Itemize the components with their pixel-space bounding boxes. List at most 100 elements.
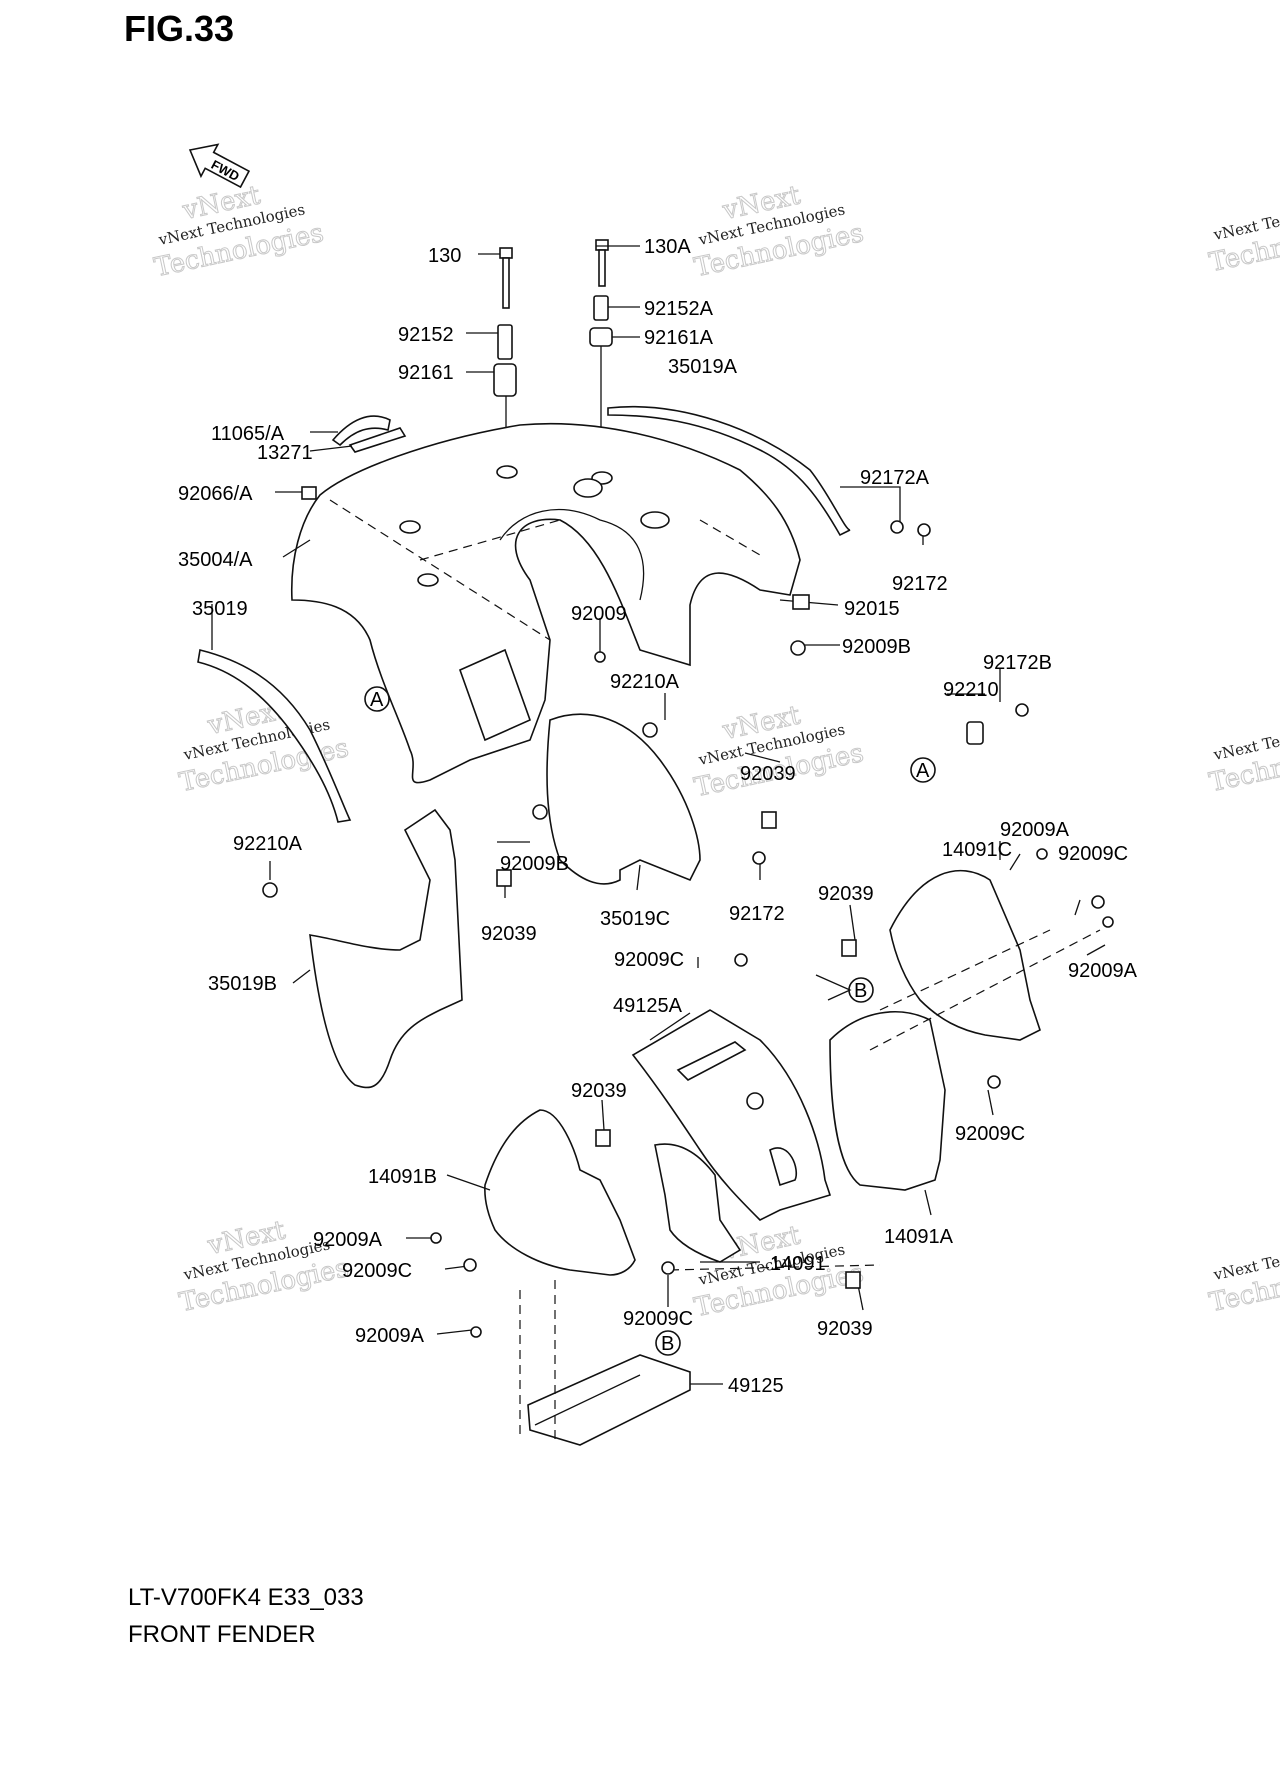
callout-a-right: A [910, 757, 936, 783]
part-label-92172B: 92172B [983, 652, 1052, 674]
screw-92009A-icon [1036, 848, 1048, 860]
edge-trim-35019 [197, 649, 352, 823]
part-label-14091: 14091 [770, 1253, 826, 1275]
edge-trim-35019A [607, 405, 851, 537]
part-label-35019A: 35019A [668, 356, 738, 378]
part-label-49125: 49125 [728, 1375, 784, 1397]
part-label-92172: 92172 [892, 573, 948, 595]
collar-92210-icon [966, 721, 984, 745]
part-label-92152: 92152 [398, 324, 454, 346]
clip-92066A-icon [301, 486, 317, 500]
model-code: LT-V700FK4 E33_033 [128, 1584, 364, 1611]
screw-92009C-icon [1091, 895, 1105, 909]
part-label-92210A-2: 92210A [233, 833, 303, 855]
figure-title: FIG.33 [124, 8, 235, 49]
part-label-92039-2: 92039 [818, 883, 874, 905]
part-label-92210: 92210 [943, 679, 999, 701]
part-label-92066A: 92066/A [178, 483, 253, 505]
part-label-92152A: 92152A [644, 298, 714, 320]
bolt-92172-2-icon [752, 851, 766, 865]
part-label-92009A-2: 92009A [1068, 960, 1138, 982]
part-label-13271: 13271 [257, 442, 313, 464]
part-label-92039-4: 92039 [571, 1080, 627, 1102]
collar-92152-icon [497, 324, 513, 360]
bracket-11065A [331, 415, 391, 447]
part-label-92009C-5: 92009C [623, 1308, 693, 1330]
panel-49125 [527, 1354, 691, 1446]
screw-92009C-5-icon [661, 1261, 675, 1275]
watermark-mid-mid: vNext vNext Technologies Technologies [691, 700, 867, 804]
part-label-92172A: 92172A [860, 467, 930, 489]
cushion-92161-icon [493, 363, 517, 397]
part-label-35019: 35019 [192, 598, 248, 620]
part-label-92009A-1: 92009A [1000, 819, 1070, 841]
rivet-92039-4-icon [595, 1129, 611, 1147]
watermark-low-left: vNext vNext Technologies Technologies [176, 1215, 352, 1319]
mud-guard-14091B [484, 1109, 636, 1276]
part-label-130A: 130A [644, 236, 691, 258]
nut-92015-icon [792, 594, 810, 610]
screw-92009C-4-icon [463, 1258, 477, 1272]
part-label-92039-3: 92039 [481, 923, 537, 945]
part-label-92009A-3: 92009A [313, 1229, 383, 1251]
washer-92210A-2-icon [262, 882, 278, 898]
rivet-92039-icon [761, 811, 777, 829]
bolt-92172A-icon [890, 520, 904, 534]
washer-92210A-icon [642, 722, 658, 738]
mud-guard-14091 [654, 1143, 742, 1263]
part-label-92009C-3: 92009C [955, 1123, 1025, 1145]
callout-a-right-label: A [916, 760, 930, 782]
part-label-92210A-1: 92210A [610, 671, 680, 693]
bolt-92172B-icon [1015, 703, 1029, 717]
part-label-92172-2: 92172 [729, 903, 785, 925]
part-label-92161: 92161 [398, 362, 454, 384]
collar-92152A-icon [593, 295, 609, 321]
inner-panel-35019C [546, 713, 701, 885]
watermark-top-left: vNext vNext Technologies Technologies [151, 180, 327, 284]
callout-a-left-label: A [370, 689, 384, 711]
screw-92009C-2-icon [734, 953, 748, 967]
bolt-92172-icon [917, 523, 931, 537]
screw-92009A-2-icon [1102, 916, 1114, 928]
screw-92009A-4-icon [470, 1326, 482, 1338]
callout-b-bottom-label: B [661, 1333, 674, 1355]
screw-92009C-3-icon [987, 1075, 1001, 1089]
screw-92009-icon [594, 651, 606, 663]
part-label-92009B-2: 92009B [500, 853, 569, 875]
part-label-14091A: 14091A [884, 1226, 954, 1248]
part-label-92009C-1: 92009C [1058, 843, 1128, 865]
watermark-top-right: vNext Technologies Technologies [1206, 195, 1280, 278]
part-label-92039-5: 92039 [817, 1318, 873, 1340]
fwd-arrow-label: FWD [209, 157, 242, 184]
screw-92009B-2-icon [532, 804, 548, 820]
part-label-92009: 92009 [571, 603, 627, 625]
front-fender-35004A [290, 422, 801, 784]
mud-guard-14091C [889, 869, 1041, 1041]
mud-guard-14091A [829, 1011, 946, 1191]
cushion-92161A-icon [589, 327, 613, 347]
part-label-92161A: 92161A [644, 327, 714, 349]
bolt-130A-icon [595, 239, 609, 287]
watermark-low-right: vNext Technologies Technologies [1206, 1235, 1280, 1318]
part-label-92039-1: 92039 [740, 763, 796, 785]
callout-b-top: B [848, 977, 874, 1003]
watermark-top-mid: vNext vNext Technologies Technologies [691, 180, 867, 284]
callout-a-left: A [364, 686, 390, 712]
watermark-mid-right: vNext Technologies Technologies [1206, 715, 1280, 798]
panel-49125A [631, 1009, 832, 1221]
part-label-92009C-2: 92009C [614, 949, 684, 971]
inner-panel-35019B [309, 808, 463, 1089]
screw-92009B-icon [790, 640, 806, 656]
part-label-92009C-4: 92009C [342, 1260, 412, 1282]
bolt-130-icon [499, 247, 513, 309]
part-label-35004A: 35004/A [178, 549, 253, 571]
part-label-35019B: 35019B [208, 973, 277, 995]
rivet-92039-5-icon [845, 1271, 861, 1289]
screw-92009A-3-icon [430, 1232, 442, 1244]
part-label-130: 130 [428, 245, 461, 267]
plate-13271 [348, 427, 407, 453]
rivet-92039-3-icon [841, 939, 857, 957]
part-label-49125A: 49125A [613, 995, 683, 1017]
part-label-14091C: 14091C [942, 839, 1012, 861]
